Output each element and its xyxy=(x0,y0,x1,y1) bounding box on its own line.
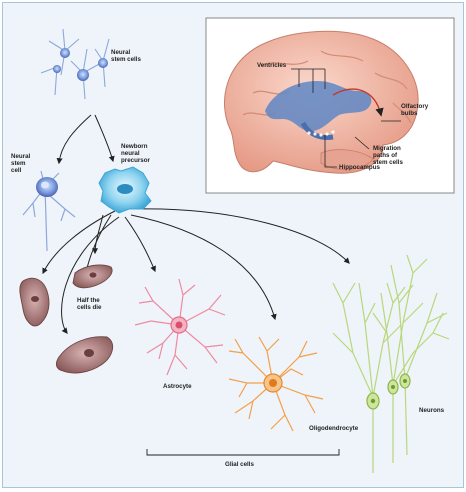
neurogenesis-figure xyxy=(19,17,455,473)
label-ventricles: Ventricles xyxy=(257,62,287,69)
glial-cells-bracket xyxy=(146,449,340,456)
neural-stem-cells-cluster xyxy=(40,28,110,100)
label-oligodendrocyte: Oligodendrocyte xyxy=(309,425,359,432)
lineage-arrows xyxy=(42,114,350,334)
astrocyte xyxy=(134,278,226,376)
dying-cells xyxy=(19,264,114,374)
label-neurons: Neurons xyxy=(419,407,445,414)
label-hippocampus: Hippocampus xyxy=(339,164,380,171)
ventricles-shape xyxy=(265,81,372,132)
neural-stem-cell xyxy=(22,170,76,252)
neurons xyxy=(332,254,450,473)
migration-path-arrow xyxy=(332,88,384,117)
brain-inset xyxy=(205,17,455,194)
label-astrocyte: Astrocyte xyxy=(163,383,192,390)
newborn-neural-precursor xyxy=(98,166,152,214)
label-glial-cells: Glial cells xyxy=(225,461,254,468)
oligodendrocyte xyxy=(228,336,324,432)
